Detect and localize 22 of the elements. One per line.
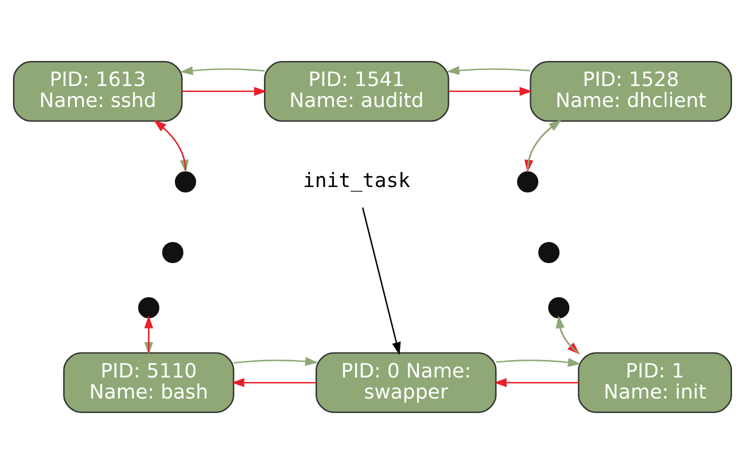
node-box: PID: 5110 Name: bash [63, 352, 234, 413]
arrow [446, 66, 530, 74]
arrow [180, 66, 265, 75]
node-box: PID: 1613 Name: sshd [12, 60, 183, 122]
node-circle [548, 296, 570, 318]
node-circle [538, 241, 560, 263]
arrow [362, 206, 401, 354]
node-circle [174, 170, 196, 192]
node-text: init_task [303, 168, 410, 192]
node-box: PID: 1541 Name: auditd [264, 60, 450, 122]
arrow [448, 86, 532, 96]
arrow [496, 357, 581, 366]
arrow [232, 378, 316, 387]
arrow [182, 86, 267, 96]
node-circle [517, 170, 538, 192]
node-box: PID: 0 Name: swapper [316, 352, 497, 413]
node-circle [162, 241, 184, 263]
arrow [234, 356, 318, 366]
node-circle [138, 296, 160, 318]
node-box: PID: 1 Name: init [578, 352, 732, 413]
node-box: PID: 1528 Name: dhclient [530, 60, 732, 122]
arrow [494, 378, 579, 387]
